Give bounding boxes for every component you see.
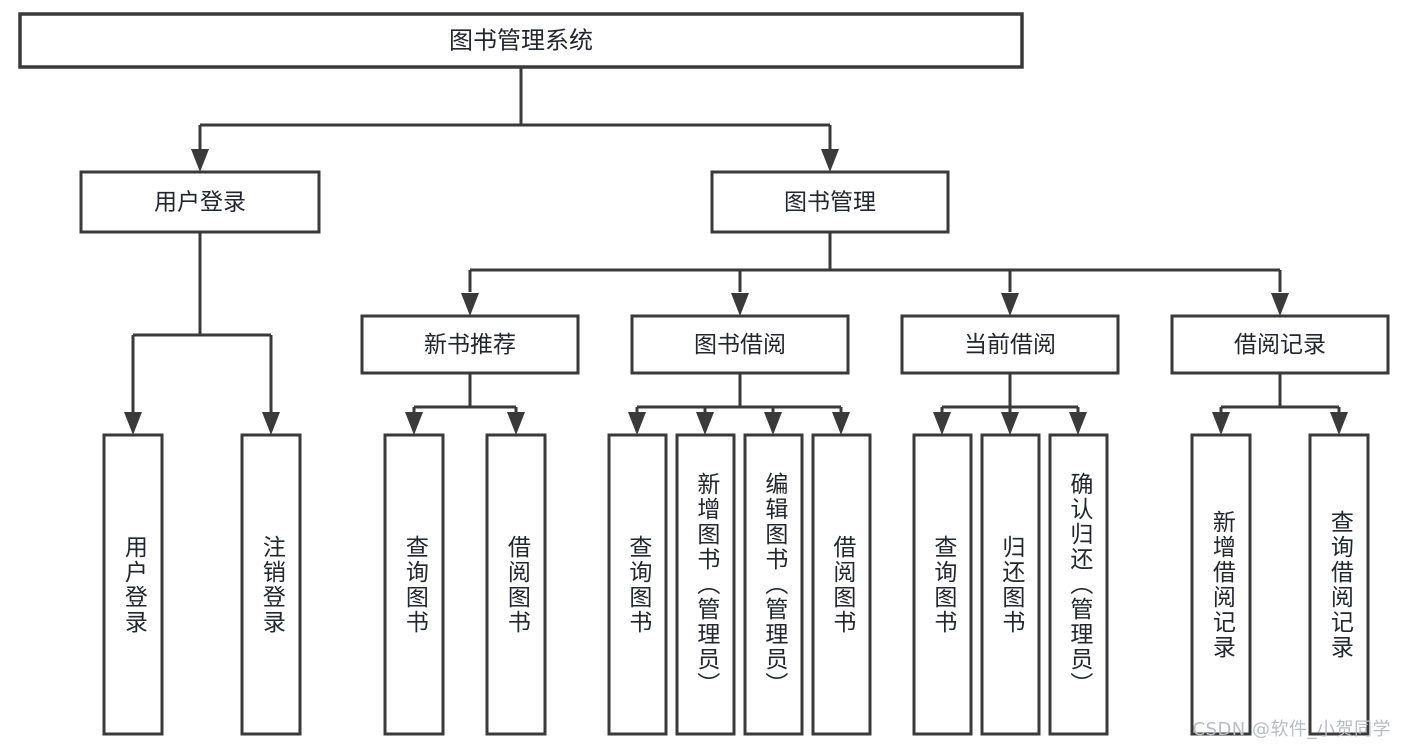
connector-line xyxy=(198,67,832,150)
arrow-head-icon xyxy=(696,412,714,435)
arrow-head-icon xyxy=(262,412,280,435)
node-box-root[interactable] xyxy=(18,12,1024,69)
arrow-head-icon xyxy=(832,412,850,435)
node-box-leaf-add-record[interactable] xyxy=(1190,433,1252,736)
node-label-user-login: 用户登录 xyxy=(154,190,246,216)
node-box-leaf-return-book[interactable] xyxy=(980,433,1041,736)
connector-current-borrow-bus xyxy=(933,373,1087,435)
node-label-new-book-rec: 新书推荐 xyxy=(424,332,516,358)
watermark-text: CSDN @软件_小贺同学 xyxy=(1192,719,1391,740)
arrow-head-icon xyxy=(1330,412,1348,435)
connector-line xyxy=(468,232,1282,292)
arrow-head-icon xyxy=(628,412,646,435)
node-box-leaf-add-book[interactable] xyxy=(675,433,736,736)
arrow-head-icon xyxy=(124,412,142,435)
node-box-leaf-query-book-2[interactable] xyxy=(607,433,668,736)
arrow-head-icon xyxy=(405,412,423,435)
node-box-leaf-query-book-1[interactable] xyxy=(383,433,445,736)
connector-book-borrow-bus xyxy=(628,373,850,435)
node-box-leaf-edit-book[interactable] xyxy=(743,433,804,736)
node-box-leaf-borrow-book-2[interactable] xyxy=(811,433,872,736)
node-box-book-manage[interactable] xyxy=(710,170,950,234)
node-label-current-borrow: 当前借阅 xyxy=(964,332,1056,358)
arrow-head-icon xyxy=(1271,293,1289,316)
node-box-leaf-query-record[interactable] xyxy=(1308,433,1370,736)
arrow-head-icon xyxy=(507,412,525,435)
node-box-current-borrow[interactable] xyxy=(900,314,1120,375)
connector-user-login-bus xyxy=(124,232,280,435)
connector-line xyxy=(1219,373,1341,413)
node-label-book-borrow: 图书借阅 xyxy=(694,332,786,358)
arrow-head-icon xyxy=(191,149,209,172)
arrow-head-icon xyxy=(731,293,749,316)
arrow-head-icon xyxy=(1212,412,1230,435)
arrow-head-icon xyxy=(1001,293,1019,316)
node-box-book-borrow[interactable] xyxy=(630,314,850,375)
connector-new-book-rec-bus xyxy=(405,373,525,435)
node-label-root: 图书管理系统 xyxy=(449,27,593,55)
node-box-user-login[interactable] xyxy=(79,170,321,234)
node-box-leaf-user-login[interactable] xyxy=(102,433,164,736)
arrow-head-icon xyxy=(1069,412,1087,435)
node-box-new-book-rec[interactable] xyxy=(360,314,580,375)
node-box-leaf-confirm-return[interactable] xyxy=(1048,433,1109,736)
node-label-book-manage: 图书管理 xyxy=(784,190,876,216)
node-box-layer xyxy=(18,12,1390,736)
arrow-head-icon xyxy=(764,412,782,435)
connector-line xyxy=(131,232,273,413)
connector-borrow-record-bus xyxy=(1212,373,1348,435)
connector-line xyxy=(635,373,843,413)
arrow-head-icon xyxy=(461,293,479,316)
arrow-head-icon xyxy=(933,412,951,435)
node-label-borrow-record: 借阅记录 xyxy=(1234,332,1326,358)
connector-layer xyxy=(124,67,1348,435)
arrow-head-icon xyxy=(821,149,839,172)
connector-line xyxy=(412,373,518,413)
node-box-borrow-record[interactable] xyxy=(1170,314,1390,375)
connector-root-bus xyxy=(191,67,839,172)
node-box-leaf-user-logout[interactable] xyxy=(240,433,302,736)
connector-book-manage-bus xyxy=(461,232,1289,316)
node-box-leaf-query-book-3[interactable] xyxy=(912,433,973,736)
node-box-leaf-borrow-book-1[interactable] xyxy=(485,433,547,736)
arrow-head-icon xyxy=(1001,412,1019,435)
connector-line xyxy=(940,373,1080,413)
